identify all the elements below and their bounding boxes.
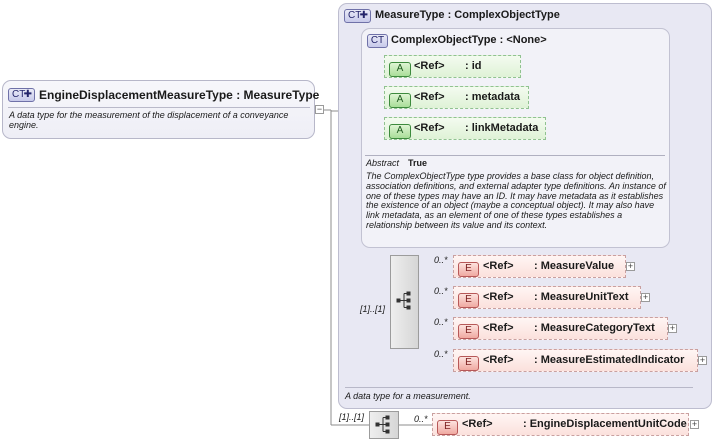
sequence-occurrence: [1]..[1] [360,304,386,314]
complex-type-badge: CT✚ [344,9,371,23]
expand-toggle[interactable]: + [626,261,635,271]
divider [8,107,310,108]
ref-label: <Ref> [414,91,445,103]
ref-label: <Ref> [483,322,514,334]
attribute-badge: A [389,93,411,108]
attribute-badge: A [389,124,411,139]
element-name: : MeasureEstimatedIndicator [534,354,685,366]
sequence-icon [375,415,390,434]
element-name: : MeasureUnitText [534,291,629,303]
expand-toggle[interactable]: + [698,355,707,365]
element-engine-displacement-unit-code[interactable]: E <Ref> : EngineDisplacementUnitCode [432,413,689,436]
element-badge: E [458,293,479,308]
element-measure-unit-text[interactable]: E <Ref> : MeasureUnitText [453,286,641,309]
element-occurrence: 0..* [414,414,428,424]
ref-label: <Ref> [483,260,514,272]
element-badge: E [437,420,458,435]
element-badge: E [458,356,479,371]
panel-title: MeasureType : ComplexObjectType [375,9,560,21]
expand-toggle[interactable]: + [641,292,650,302]
abstract-value: True [408,158,428,168]
ref-label: <Ref> [462,418,493,430]
sequence-compositor[interactable] [390,255,419,349]
type-name: MeasureType [375,9,445,21]
element-name: : MeasureValue [534,260,615,272]
sequence-compositor[interactable] [369,411,399,439]
type-base: : ComplexObjectType [447,9,560,21]
ref-label: <Ref> [483,291,514,303]
type-name: ComplexObjectType [391,34,497,46]
panel-title: ComplexObjectType : <None> [391,34,547,46]
element-measure-category-text[interactable]: E <Ref> : MeasureCategoryText [453,317,668,340]
element-name: : EngineDisplacementUnitCode [523,418,687,430]
attribute-name: : id [465,60,482,72]
measure-type-panel[interactable]: CT✚ MeasureType : ComplexObjectType CT C… [338,3,712,409]
attribute-badge: A [389,62,411,77]
type-description: The ComplexObjectType type provides a ba… [366,171,666,230]
element-occurrence: 0..* [434,286,448,296]
divider [345,387,693,388]
complex-object-type-panel[interactable]: CT ComplexObjectType : <None> A <Ref> : … [361,28,670,248]
collapse-toggle[interactable]: − [315,104,324,114]
node-title: EngineDisplacementMeasureType : MeasureT… [39,88,319,102]
type-description: A data type for the measurement of the d… [9,110,289,130]
element-occurrence: 0..* [434,255,448,265]
element-measure-estimated-indicator[interactable]: E <Ref> : MeasureEstimatedIndicator [453,349,698,372]
sequence-icon [396,291,411,310]
type-base: : <None> [499,34,547,46]
attribute-link-metadata[interactable]: A <Ref> : linkMetadata [384,117,546,140]
element-name: : MeasureCategoryText [534,322,655,334]
attribute-name: : linkMetadata [465,122,539,134]
abstract-label: Abstract [366,158,400,168]
type-base: : MeasureType [236,88,320,102]
expand-toggle[interactable]: + [690,419,699,429]
attribute-metadata[interactable]: A <Ref> : metadata [384,86,529,109]
expand-icon: ✚ [359,10,368,21]
element-badge: E [458,262,479,277]
expand-icon: ✚ [23,89,32,100]
expand-toggle[interactable]: + [668,323,677,333]
ref-label: <Ref> [414,122,445,134]
complex-type-badge: CT✚ [8,88,35,102]
sequence-occurrence: [1]..[1] [339,412,365,422]
type-description: A data type for a measurement. [345,391,471,401]
type-name: EngineDisplacementMeasureType [39,88,233,102]
ref-label: <Ref> [414,60,445,72]
divider [365,155,665,156]
complex-type-badge: CT [367,34,388,48]
element-occurrence: 0..* [434,317,448,327]
engine-displacement-measure-type-node[interactable]: CT✚ EngineDisplacementMeasureType : Meas… [2,80,319,139]
element-badge: E [458,324,479,339]
element-measure-value[interactable]: E <Ref> : MeasureValue [453,255,626,278]
ref-label: <Ref> [483,354,514,366]
attribute-id[interactable]: A <Ref> : id [384,55,521,78]
element-occurrence: 0..* [434,349,448,359]
attribute-name: : metadata [465,91,521,103]
